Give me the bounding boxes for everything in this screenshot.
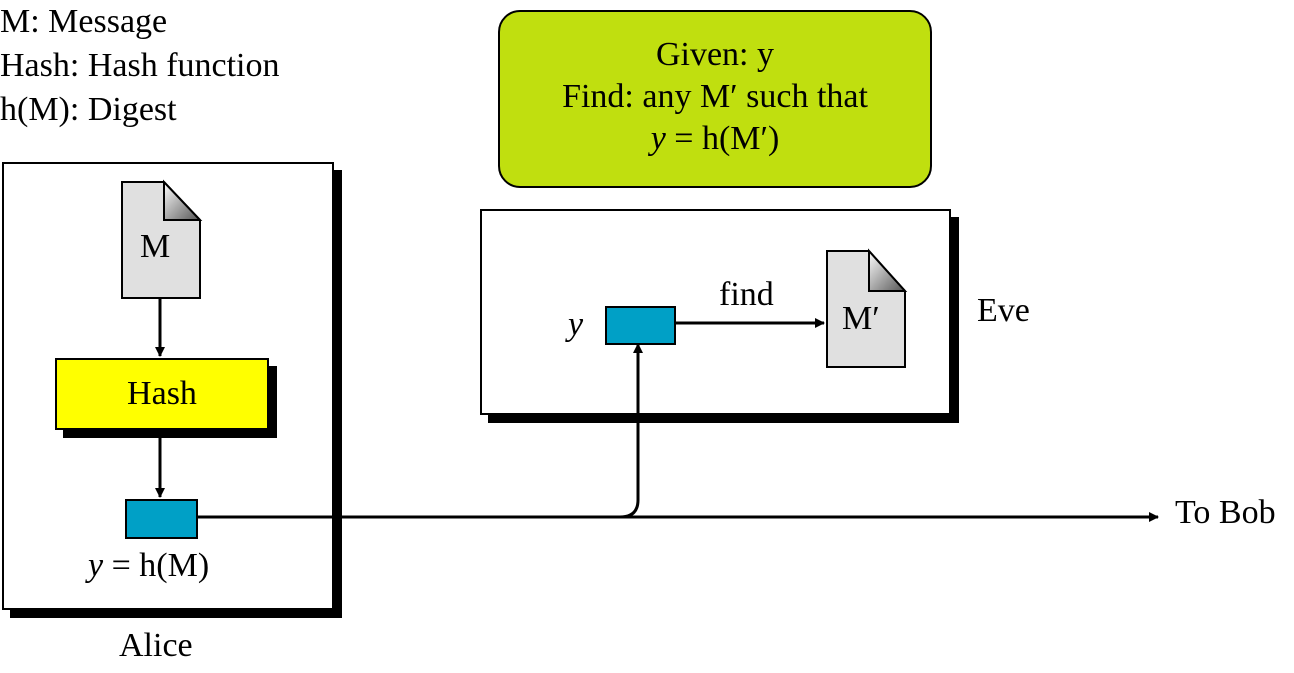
- note-equation-rest: = h(M′): [665, 120, 780, 157]
- legend-digest: h(M): Digest: [0, 91, 177, 128]
- legend-message: M: Message: [0, 3, 168, 40]
- note-find: Find: any M′ such that: [562, 78, 868, 115]
- alice-digest-box: [125, 499, 198, 539]
- note-equation: y = h(M′): [500, 118, 930, 160]
- eve-digest-var: y: [568, 306, 584, 343]
- note-equation-var: y: [650, 120, 666, 157]
- alice-digest-rest: = h(M): [103, 547, 210, 584]
- legend-hash: Hash: Hash function: [0, 47, 280, 84]
- hash-function-box: Hash: [55, 358, 269, 430]
- destination-label: To Bob: [1175, 494, 1276, 531]
- message-doc-label: M: [140, 228, 171, 265]
- alice-digest-var: y: [88, 547, 104, 584]
- alice-name: Alice: [119, 627, 193, 664]
- find-label: find: [719, 276, 774, 313]
- eve-name: Eve: [977, 292, 1030, 329]
- forged-doc-label: M′: [842, 300, 880, 337]
- arrow-intercept-to-eve: [619, 343, 643, 519]
- forged-message-document-icon: [826, 248, 908, 368]
- attack-goal-note: Given: y Find: any M′ such that y = h(M′…: [498, 10, 932, 188]
- alice-digest-label: y = h(M): [88, 547, 209, 585]
- eve-digest-box: [605, 306, 676, 345]
- message-document-icon: [121, 179, 203, 299]
- note-given: Given: y: [655, 36, 775, 73]
